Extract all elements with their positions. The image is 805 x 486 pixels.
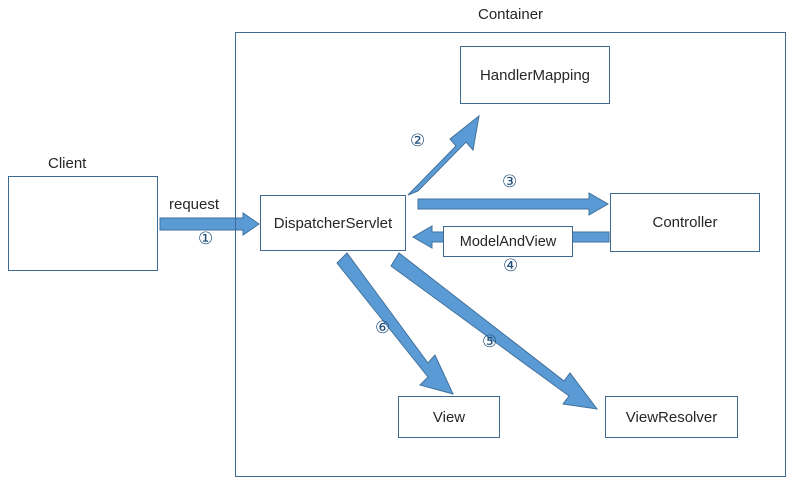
node-dispatcher-servlet[interactable]: DispatcherServlet: [260, 195, 406, 251]
step-badge-4: ④: [503, 256, 519, 276]
node-handler-mapping[interactable]: HandlerMapping: [460, 46, 610, 104]
arrow-step-5: [390, 252, 599, 410]
node-view-label: View: [432, 408, 466, 426]
node-view-resolver[interactable]: ViewResolver: [605, 396, 738, 438]
arrow-step-3: [417, 192, 609, 216]
step-badge-2: ②: [410, 131, 426, 151]
arrow-step-2: [407, 114, 480, 196]
step-badge-1: ①: [198, 229, 214, 249]
node-client[interactable]: [8, 176, 158, 271]
node-model-and-view[interactable]: ModelAndView: [443, 226, 573, 257]
node-controller[interactable]: Controller: [610, 193, 760, 252]
arrow-step-6: [336, 252, 454, 395]
node-view[interactable]: View: [398, 396, 500, 438]
container-caption: Container: [478, 6, 544, 23]
client-caption: Client: [48, 155, 87, 172]
node-controller-label: Controller: [652, 214, 718, 231]
step-badge-5: ⑤: [482, 332, 498, 352]
node-dispatcher-servlet-label: DispatcherServlet: [273, 214, 393, 232]
container-boundary: [235, 32, 786, 477]
step-badge-3: ③: [502, 172, 518, 192]
request-edge-label: request: [169, 196, 220, 213]
node-view-resolver-label: ViewResolver: [625, 408, 718, 426]
arrow-step-1: [159, 212, 260, 236]
node-model-and-view-label: ModelAndView: [459, 233, 557, 250]
node-handler-mapping-label: HandlerMapping: [479, 66, 591, 84]
step-badge-6: ⑥: [375, 318, 391, 338]
